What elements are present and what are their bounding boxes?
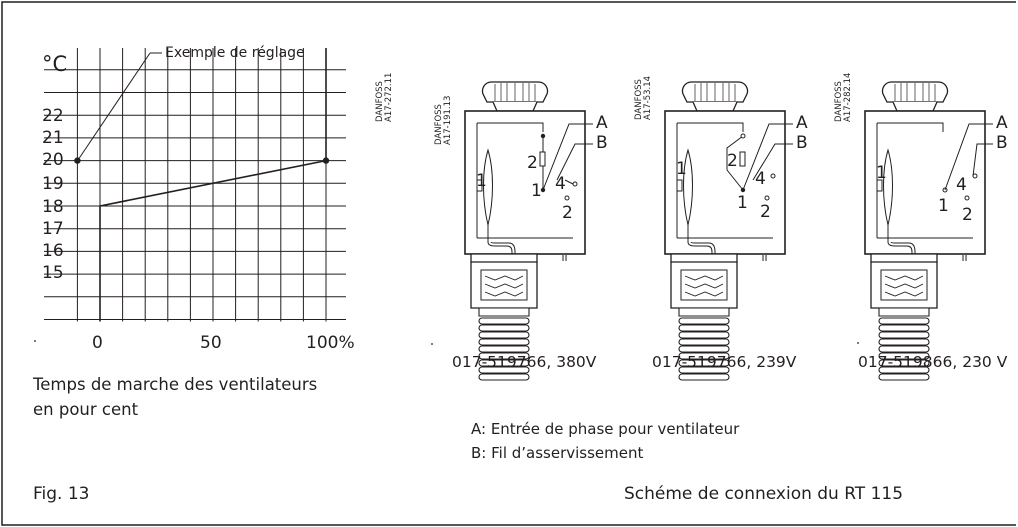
label-4: 4 bbox=[755, 169, 766, 189]
legend-item-a: A: Entrée de phase pour ventilateur bbox=[471, 420, 740, 438]
label-2: 2 bbox=[727, 151, 738, 171]
label-2: 2 bbox=[760, 202, 771, 222]
schema-caption-380v: 017-519766, 380V bbox=[452, 353, 597, 371]
terminal-4 bbox=[572, 181, 578, 187]
y-tick-label: 18 bbox=[42, 197, 64, 217]
y-tick-label: 15 bbox=[42, 263, 64, 283]
terminal-dot bbox=[740, 187, 746, 193]
label-1: 1 bbox=[476, 171, 487, 191]
label-2: 2 bbox=[962, 205, 973, 225]
schema-caption-230v: 017-519866, 230 V bbox=[858, 353, 1008, 371]
wiring-schema-230v bbox=[864, 81, 993, 381]
wire-b bbox=[972, 143, 993, 177]
chart-x-caption-line1: Temps de marche des ventilateurs bbox=[33, 375, 318, 394]
chart-x-caption-line2: en pour cent bbox=[33, 400, 139, 419]
label-4: 4 bbox=[956, 175, 967, 195]
terminal-2 bbox=[964, 195, 970, 201]
y-tick-labels: 22 21 20 19 18 17 16 15 bbox=[42, 106, 64, 283]
setting-example-leader bbox=[77, 52, 151, 161]
schema-caption-239v: 017-519766, 239V bbox=[652, 353, 797, 371]
label-a: A bbox=[596, 113, 608, 133]
setting-example-label: Exemple de réglage bbox=[165, 45, 305, 61]
figure-number: Fig. 13 bbox=[33, 484, 90, 504]
label-1: 1 bbox=[737, 193, 748, 213]
schema-doc-code-line1: DANFOSS bbox=[834, 81, 844, 122]
resistor-2 bbox=[539, 151, 546, 167]
schema-doc-code-line1: DANFOSS bbox=[434, 104, 444, 145]
y-tick-label: 16 bbox=[42, 241, 64, 261]
full-run-marker bbox=[322, 157, 330, 164]
label-a: A bbox=[796, 113, 808, 133]
resistor-2 bbox=[739, 151, 746, 167]
schema-doc-code-line2: A17-282.14 bbox=[843, 73, 853, 122]
label-1: 1 bbox=[676, 159, 687, 179]
schema-doc-code-line1: DANFOSS bbox=[634, 79, 644, 120]
schema-doc-code-line2: A17-53.14 bbox=[643, 76, 653, 120]
wire-a bbox=[944, 123, 993, 191]
y-tick-label: 20 bbox=[42, 150, 64, 170]
terminal-dot bbox=[540, 133, 546, 139]
terminal-dot bbox=[540, 187, 546, 193]
heater-lead bbox=[726, 135, 744, 191]
wire-a bbox=[542, 123, 593, 191]
label-4: 4 bbox=[555, 174, 566, 194]
legend-item-b: B: Fil d’asservissement bbox=[471, 444, 644, 462]
wire-a bbox=[742, 123, 793, 191]
label-b: B bbox=[996, 133, 1008, 153]
terminal-2 bbox=[764, 195, 770, 201]
label-1: 1 bbox=[938, 196, 949, 216]
control-curve bbox=[99, 48, 327, 322]
stray-dot bbox=[431, 343, 433, 345]
wiring-schema-380v bbox=[464, 81, 593, 381]
y-tick-label: 19 bbox=[42, 174, 64, 194]
label-1: 1 bbox=[531, 181, 542, 201]
x-tick-label: 100% bbox=[306, 333, 355, 353]
label-2: 2 bbox=[562, 203, 573, 223]
terminal-labels: A B 1 2 2 4 1 A B 1 2 2 4 1 A B 1 2 4 1 bbox=[476, 113, 1008, 225]
label-2: 2 bbox=[527, 153, 538, 173]
y-tick-label: 17 bbox=[42, 219, 64, 239]
schema-doc-code: DANFOSS A17-53.14 bbox=[634, 76, 653, 120]
x-tick-label: 0 bbox=[92, 333, 103, 353]
chart-doc-code-line2: A17-272.11 bbox=[384, 73, 394, 122]
chart-grid bbox=[44, 48, 346, 322]
control-chart: °C 22 21 20 19 18 17 16 15 0 50 100% Exe… bbox=[42, 45, 394, 353]
wire-b bbox=[556, 143, 593, 181]
x-tick-label: 50 bbox=[200, 333, 222, 353]
wire-4 bbox=[564, 179, 574, 185]
chart-x-caption: Temps de marche des ventilateurs en pour… bbox=[33, 372, 363, 422]
terminal-dot bbox=[740, 133, 746, 139]
y-unit-label: °C bbox=[42, 52, 67, 76]
terminal-4 bbox=[972, 173, 978, 179]
schema-doc-code: DANFOSS A17-282.14 bbox=[834, 73, 853, 122]
wire-b bbox=[752, 143, 793, 181]
stray-dot bbox=[857, 342, 859, 344]
schema-doc-code-line2: A17-191.13 bbox=[443, 96, 453, 145]
schema-doc-code: DANFOSS A17-191.13 bbox=[434, 96, 453, 145]
wiring-schema-239v bbox=[664, 81, 793, 381]
label-a: A bbox=[996, 113, 1008, 133]
x-tick-labels: 0 50 100% bbox=[92, 333, 355, 353]
chart-doc-code-line1: DANFOSS bbox=[375, 81, 385, 122]
terminal-4 bbox=[770, 173, 776, 179]
label-b: B bbox=[596, 133, 608, 153]
terminal-2 bbox=[564, 195, 570, 201]
y-tick-label: 21 bbox=[42, 128, 64, 148]
label-1: 1 bbox=[876, 163, 887, 183]
stray-dot bbox=[34, 340, 36, 342]
y-tick-label: 22 bbox=[42, 106, 64, 126]
label-b: B bbox=[796, 133, 808, 153]
chart-doc-code: DANFOSS A17-272.11 bbox=[375, 73, 394, 122]
schema-title: Schéme de connexion du RT 115 bbox=[624, 484, 904, 504]
